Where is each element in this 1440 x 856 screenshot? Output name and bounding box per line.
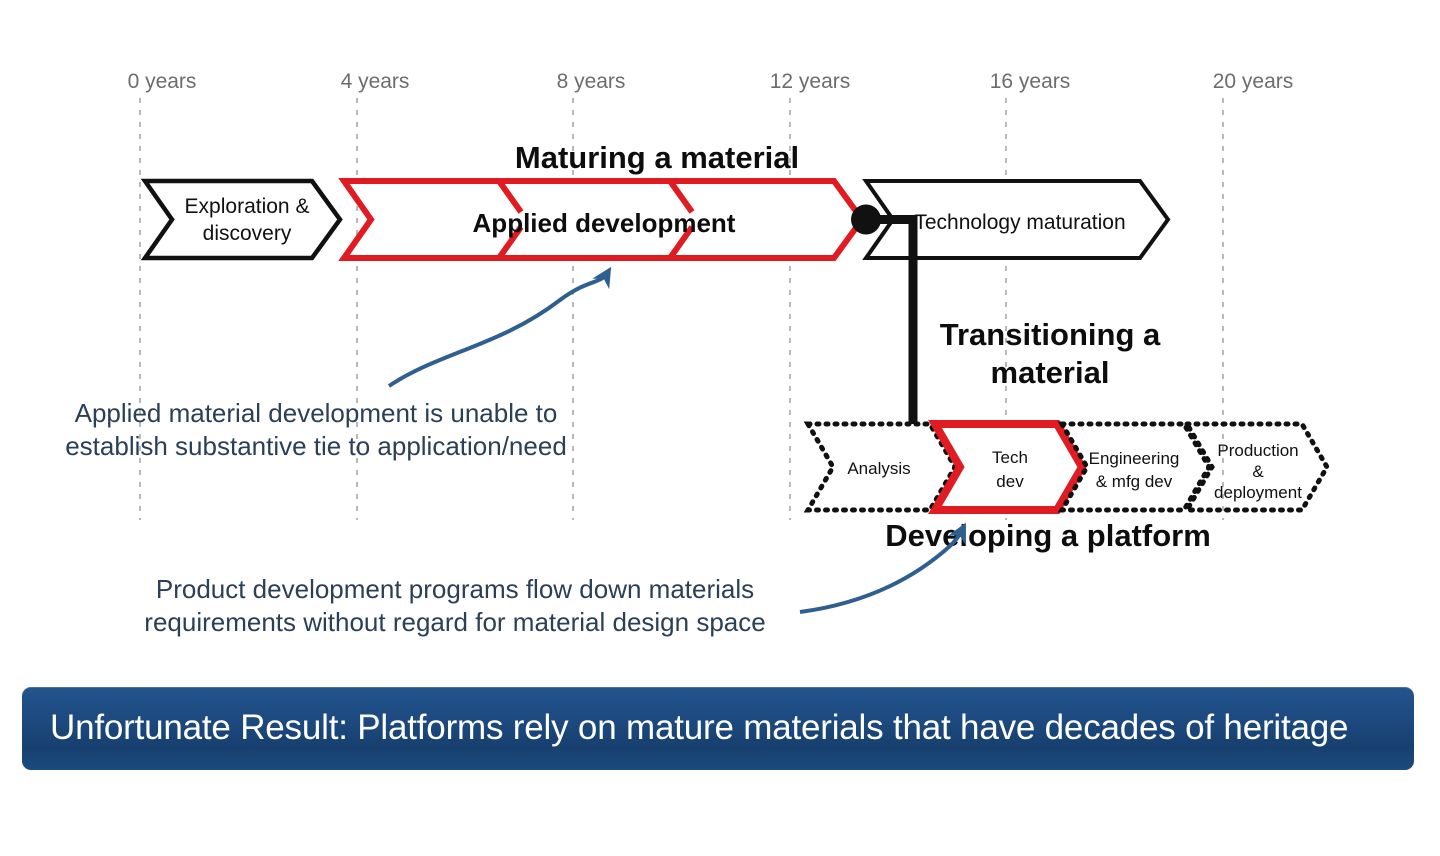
- tick-label-8: 8 years: [557, 70, 626, 93]
- annotation-applied-development: Applied material development is unable t…: [65, 398, 567, 461]
- stage-technology-maturation-label: Technology maturation: [914, 211, 1125, 234]
- stage-tech-dev-label-line2: dev: [996, 472, 1024, 491]
- separator-1-bottom: [496, 225, 524, 260]
- heading-transitioning-line1: Transitioning a: [940, 317, 1161, 352]
- tick-label-16: 16 years: [990, 70, 1071, 93]
- callout-arrow-applied-development: [387, 266, 612, 388]
- stage-applied-development-label: Applied development: [473, 208, 736, 238]
- heading-transitioning-a-material: Transitioning a material: [940, 317, 1161, 390]
- stage-engineering-mfg-dev-label-line2: & mfg dev: [1096, 472, 1173, 491]
- stage-exploration-discovery-label-line2: discovery: [203, 222, 292, 245]
- tick-label-4: 4 years: [341, 70, 410, 93]
- separator-2-top: [667, 179, 695, 214]
- separator-1-top: [496, 179, 524, 214]
- separator-2-bottom: [667, 225, 695, 260]
- result-banner-text: Unfortunate Result: Platforms rely on ma…: [50, 708, 1349, 748]
- stage-engineering-mfg-dev-label-line1: Engineering: [1089, 449, 1180, 468]
- heading-transitioning-line2: material: [991, 355, 1110, 390]
- stage-applied-development-shape: [338, 178, 866, 261]
- connector-origin-dot: [851, 204, 881, 235]
- stage-production-deployment-label-line3: deployment: [1214, 483, 1302, 502]
- heading-developing-a-platform: Developing a platform: [885, 518, 1211, 553]
- annotation-product-development-line2: requirements without regard for material…: [144, 607, 765, 637]
- tick-label-20: 20 years: [1213, 70, 1294, 93]
- callout-arrow-developing-platform: [799, 522, 966, 614]
- heading-maturing-a-material: Maturing a material: [515, 140, 799, 175]
- annotation-product-development-line1: Product development programs flow down m…: [156, 574, 754, 604]
- stage-tech-dev[interactable]: Tech dev: [928, 420, 1087, 514]
- applied-development-separators: [496, 179, 695, 260]
- stage-exploration-discovery-shape: [140, 178, 343, 261]
- stage-exploration-discovery[interactable]: Exploration & discovery: [140, 178, 343, 261]
- stage-technology-maturation[interactable]: Technology maturation: [862, 179, 1171, 260]
- stage-applied-development[interactable]: Applied development: [338, 178, 866, 261]
- stage-production-deployment[interactable]: Production & deployment: [1182, 421, 1330, 513]
- annotation-applied-development-line1: Applied material development is unable t…: [75, 398, 558, 428]
- stage-tech-dev-shape: [928, 420, 1087, 514]
- stage-engineering-mfg-dev[interactable]: Engineering & mfg dev: [1057, 421, 1212, 513]
- stage-exploration-discovery-label-line1: Exploration &: [185, 195, 310, 218]
- stage-analysis-label: Analysis: [847, 459, 910, 478]
- annotation-applied-development-line2: establish substantive tie to application…: [65, 431, 567, 461]
- timeline-tick-labels: 0 years 4 years 8 years 12 years 16 year…: [128, 70, 1294, 93]
- tick-label-12: 12 years: [770, 70, 851, 93]
- stage-production-deployment-shape: [1182, 421, 1330, 513]
- stage-production-deployment-label-line1: Production: [1217, 441, 1298, 460]
- tick-label-0: 0 years: [128, 70, 197, 93]
- stage-analysis-shape: [803, 421, 958, 513]
- annotation-product-development: Product development programs flow down m…: [144, 574, 765, 637]
- stage-tech-dev-label-line1: Tech: [992, 448, 1028, 467]
- result-banner: Unfortunate Result: Platforms rely on ma…: [22, 687, 1414, 770]
- stage-production-deployment-label-line2: &: [1252, 462, 1264, 481]
- stage-analysis[interactable]: Analysis: [803, 421, 958, 513]
